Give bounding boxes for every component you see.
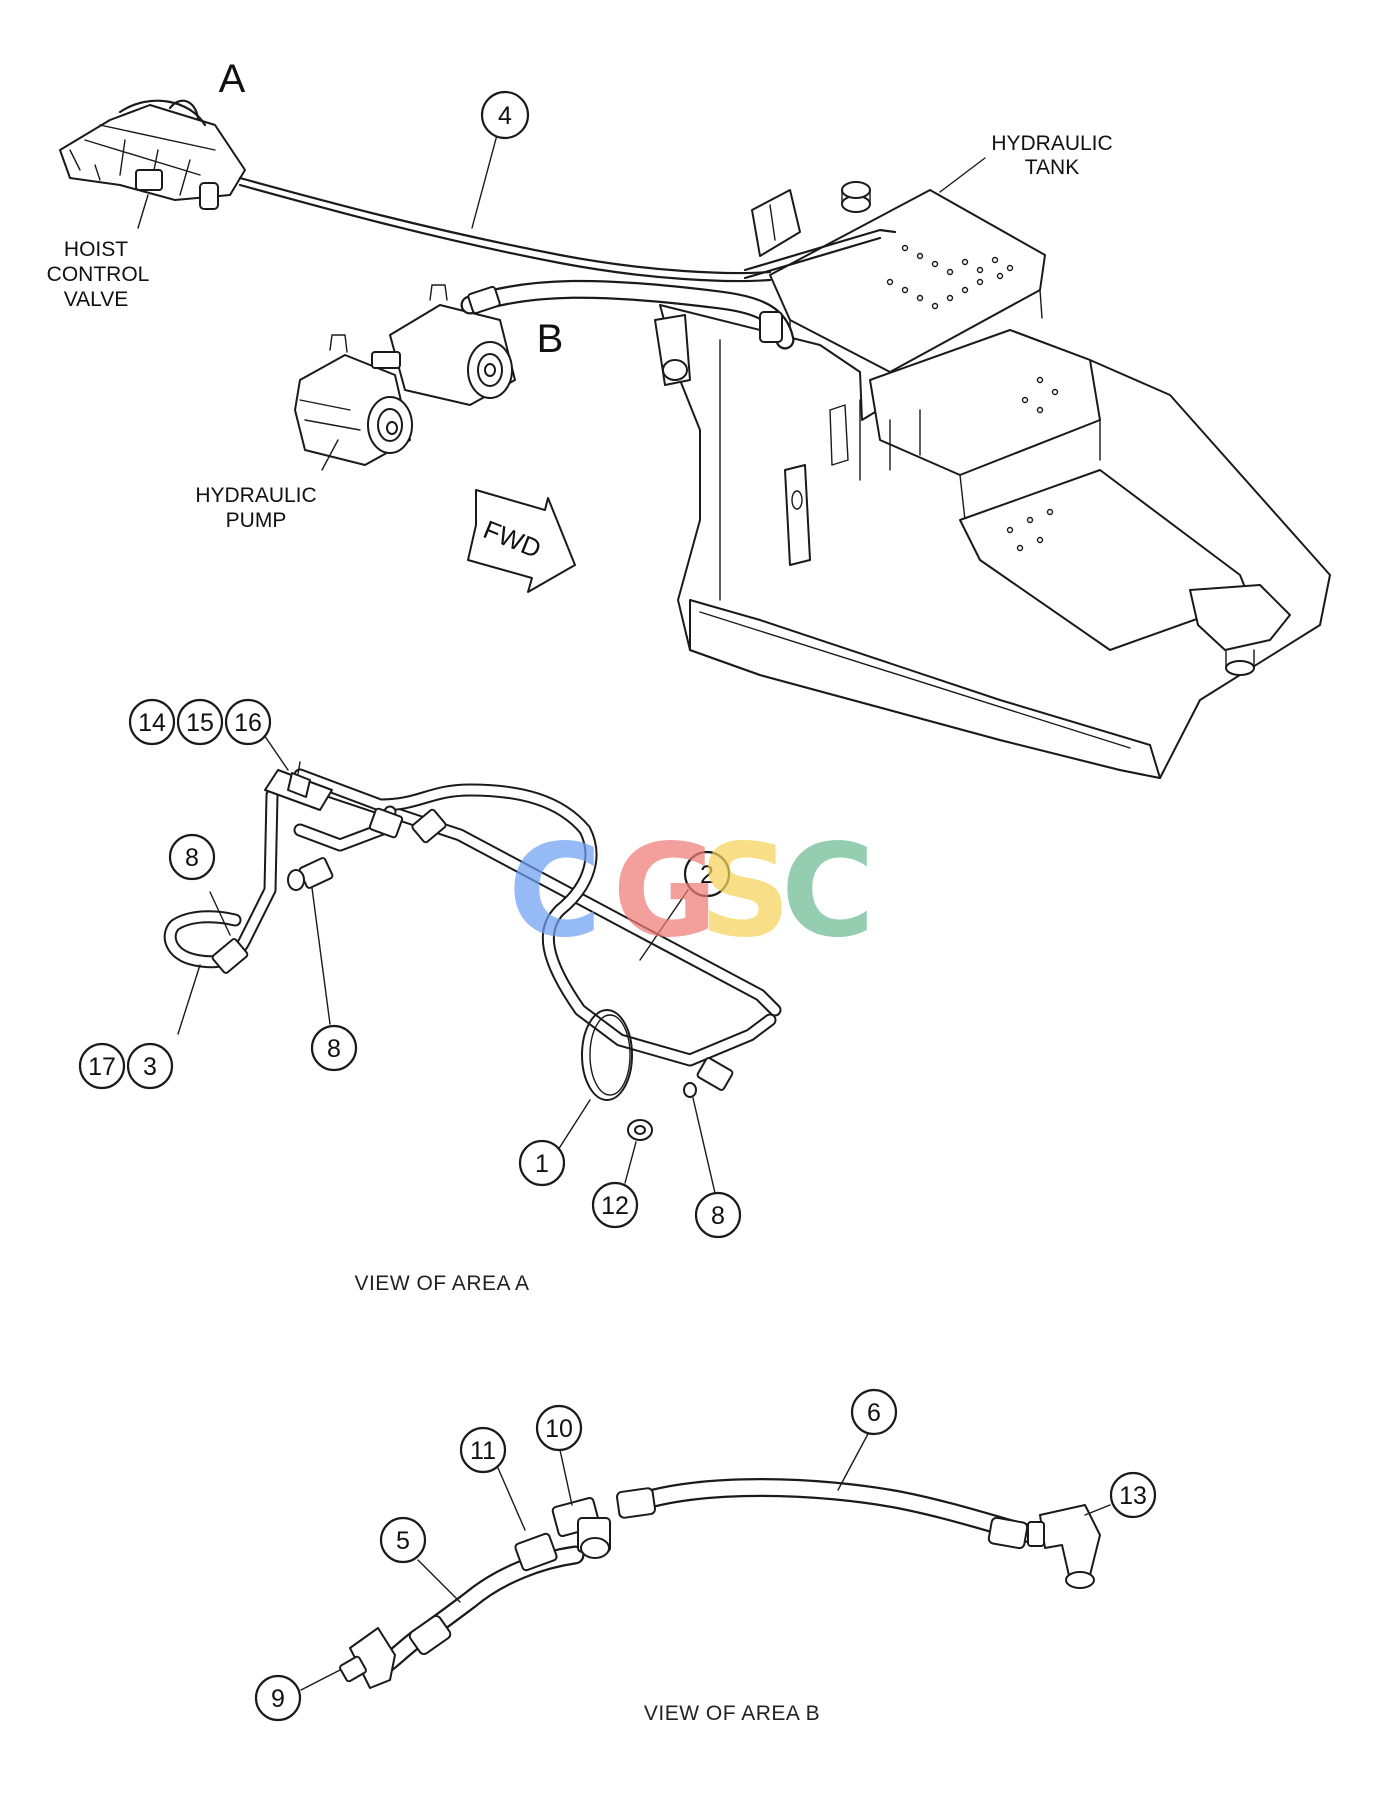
fwd-arrow: FWD bbox=[467, 489, 576, 593]
callout-8b: 8 bbox=[310, 1024, 358, 1072]
svg-text:C: C bbox=[781, 817, 875, 966]
callout-2: 2 bbox=[683, 850, 731, 898]
callout-3: 3 bbox=[126, 1042, 174, 1090]
callout-16: 16 bbox=[224, 698, 272, 746]
svg-text:6: 6 bbox=[867, 1399, 881, 1427]
svg-text:8: 8 bbox=[711, 1202, 725, 1230]
svg-text:17: 17 bbox=[88, 1053, 116, 1081]
hydraulic-pump bbox=[294, 284, 516, 466]
callout-8a: 8 bbox=[168, 833, 216, 881]
callout-10: 10 bbox=[535, 1404, 583, 1452]
svg-text:S: S bbox=[699, 817, 791, 966]
svg-text:TANK: TANK bbox=[1025, 156, 1079, 179]
callout-13: 13 bbox=[1109, 1471, 1157, 1519]
watermark-logo: C G S C bbox=[508, 817, 875, 966]
svg-text:12: 12 bbox=[601, 1192, 629, 1220]
leader-lines-top bbox=[137, 134, 986, 471]
svg-text:HYDRAULIC: HYDRAULIC bbox=[991, 132, 1112, 155]
svg-text:13: 13 bbox=[1119, 1482, 1147, 1510]
leader-lines-area-b bbox=[300, 1431, 1111, 1691]
line-4 bbox=[238, 176, 772, 283]
svg-text:2: 2 bbox=[700, 861, 714, 889]
svg-text:G: G bbox=[612, 817, 717, 966]
pump-hose bbox=[460, 279, 795, 350]
area-b-hoses bbox=[339, 1478, 1101, 1689]
callout-14: 14 bbox=[128, 698, 176, 746]
label-hydraulic-tank: HYDRAULIC TANK bbox=[991, 132, 1112, 179]
callout-17: 17 bbox=[78, 1042, 126, 1090]
svg-text:8: 8 bbox=[327, 1035, 341, 1063]
svg-text:VALVE: VALVE bbox=[64, 288, 129, 311]
svg-text:16: 16 bbox=[234, 709, 262, 737]
callout-4: 4 bbox=[480, 90, 530, 140]
svg-text:HOIST: HOIST bbox=[64, 238, 128, 261]
area-a-marker: A bbox=[219, 57, 246, 101]
callout-9: 9 bbox=[254, 1674, 302, 1722]
callout-1: 1 bbox=[518, 1139, 566, 1187]
svg-text:HYDRAULIC: HYDRAULIC bbox=[195, 484, 316, 507]
callout-15: 15 bbox=[176, 698, 224, 746]
svg-text:CONTROL: CONTROL bbox=[47, 263, 150, 286]
svg-text:15: 15 bbox=[186, 709, 214, 737]
svg-text:8: 8 bbox=[185, 844, 199, 872]
callout-5: 5 bbox=[379, 1516, 427, 1564]
svg-text:4: 4 bbox=[498, 102, 512, 130]
callout-8c: 8 bbox=[694, 1191, 742, 1239]
callout-11: 11 bbox=[459, 1426, 507, 1474]
svg-text:C: C bbox=[508, 817, 602, 966]
label-hoist-control-valve: HOIST CONTROL VALVE bbox=[47, 238, 150, 311]
leader-lines-area-a bbox=[177, 731, 716, 1194]
area-a-tubes bbox=[163, 761, 782, 1141]
callout-12: 12 bbox=[591, 1181, 639, 1229]
view-area-b-caption: VIEW OF AREA B bbox=[644, 1702, 820, 1725]
svg-text:9: 9 bbox=[271, 1685, 285, 1713]
svg-text:10: 10 bbox=[545, 1415, 573, 1443]
view-area-a-caption: VIEW OF AREA A bbox=[354, 1272, 529, 1295]
svg-text:3: 3 bbox=[143, 1053, 157, 1081]
svg-text:PUMP: PUMP bbox=[226, 509, 287, 532]
svg-text:1: 1 bbox=[535, 1150, 549, 1178]
callout-6: 6 bbox=[850, 1388, 898, 1436]
hoist-control-valve bbox=[59, 99, 246, 210]
machine-frame bbox=[654, 181, 1331, 779]
area-b-marker: B bbox=[537, 317, 564, 361]
svg-text:14: 14 bbox=[138, 709, 166, 737]
svg-text:5: 5 bbox=[396, 1527, 410, 1555]
label-hydraulic-pump: HYDRAULIC PUMP bbox=[195, 484, 316, 532]
svg-text:11: 11 bbox=[470, 1437, 496, 1465]
